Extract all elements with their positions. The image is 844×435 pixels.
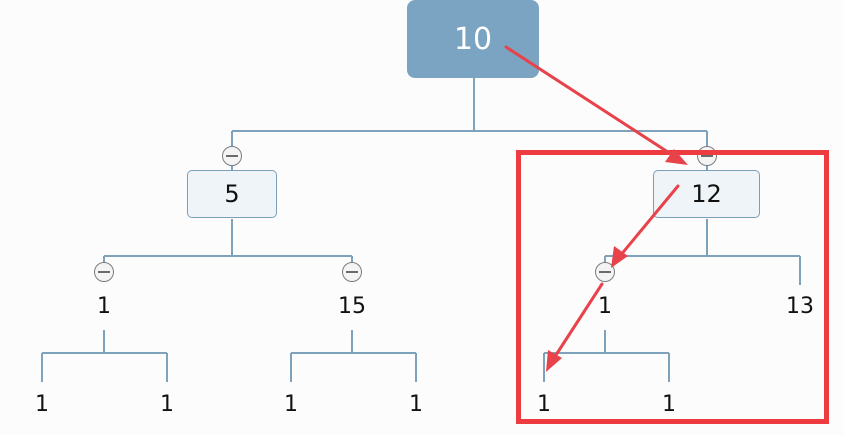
connector-node-5: [103, 219, 353, 272]
node-root[interactable]: 10: [407, 0, 539, 78]
connector-leaf-a: [41, 330, 168, 382]
leaf-4[interactable]: 1: [409, 392, 423, 417]
connector-node-12: [604, 219, 801, 285]
node-12-label: 12: [691, 180, 722, 208]
node-15[interactable]: 15: [338, 294, 366, 319]
arrow-12-to-1: [611, 184, 680, 268]
collapse-node-5-icon[interactable]: [222, 146, 242, 166]
node-12-left[interactable]: 1: [598, 294, 612, 319]
connector-leaf-c: [543, 330, 670, 382]
collapse-node-5-left-icon[interactable]: [94, 262, 114, 282]
leaf-6[interactable]: 1: [662, 392, 676, 417]
connector-leaf-b: [290, 330, 417, 382]
leaf-3[interactable]: 1: [284, 392, 298, 417]
arrow-root-to-12: [504, 45, 688, 165]
leaf-5[interactable]: 1: [537, 392, 551, 417]
node-5[interactable]: 5: [187, 170, 277, 218]
arrow-1-to-leaf: [546, 282, 604, 372]
node-root-label: 10: [453, 21, 493, 57]
collapse-node-12-left-icon[interactable]: [595, 262, 615, 282]
node-5-left[interactable]: 1: [97, 294, 111, 319]
node-5-label: 5: [224, 180, 240, 208]
node-13[interactable]: 13: [786, 294, 814, 319]
leaf-2[interactable]: 1: [160, 392, 174, 417]
connector-root: [231, 78, 708, 170]
leaf-1[interactable]: 1: [35, 392, 49, 417]
collapse-node-15-icon[interactable]: [342, 262, 362, 282]
